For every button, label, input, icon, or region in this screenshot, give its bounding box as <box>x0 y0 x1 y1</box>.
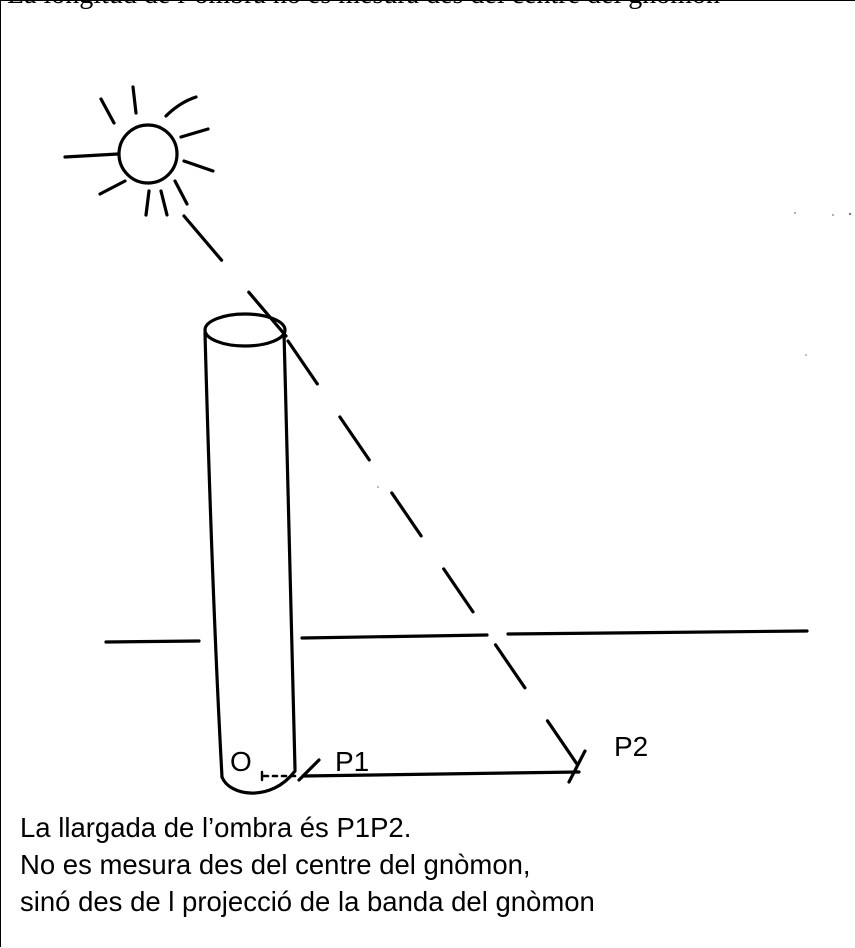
speck <box>794 212 796 214</box>
gnomon-right-side <box>282 331 297 771</box>
gnomon-top-ellipse <box>203 312 287 348</box>
speck <box>805 354 807 356</box>
point-label-o: O <box>230 746 252 777</box>
tick-p1 <box>297 758 321 782</box>
gnomon <box>203 312 297 795</box>
speck <box>832 214 834 216</box>
caption-line-1: La llargada de l’ombra és P1P2. <box>20 812 412 843</box>
sun-ray <box>182 159 215 173</box>
clipped-top-text: La longitud de l’ombra no es mesura des … <box>7 0 720 11</box>
caption: La llargada de l’ombra és P1P2. No es me… <box>20 809 595 920</box>
gnomon-base-curve <box>220 769 297 795</box>
tick-p2 <box>567 749 587 784</box>
shadow-line <box>301 770 581 778</box>
sun-ray <box>98 179 127 196</box>
horizon-line-right <box>506 629 809 636</box>
caption-line-3: sinó des de l projecció de la banda del … <box>20 886 595 917</box>
sun-ray-dashed-lower <box>286 339 581 769</box>
point-label-p1: P1 <box>335 746 370 777</box>
speck <box>377 486 379 488</box>
sun-ray <box>159 189 169 217</box>
sun-ray <box>164 95 198 118</box>
horizon-line-left <box>104 639 201 644</box>
sun-disc <box>117 123 179 185</box>
sun-icon <box>63 85 215 217</box>
point-label-p2: P2 <box>614 731 649 762</box>
sun-ray <box>173 179 189 206</box>
caption-line-2: No es mesura des del centre del gnòmon, <box>20 849 531 880</box>
horizon-line-middle <box>300 633 489 640</box>
sun-ray <box>63 152 120 159</box>
speck <box>848 212 852 216</box>
sun-ray <box>144 189 151 217</box>
sun-ray <box>131 85 138 115</box>
sun-ray <box>179 127 210 139</box>
sun-ray <box>99 97 116 125</box>
gnomon-left-side <box>203 331 224 779</box>
